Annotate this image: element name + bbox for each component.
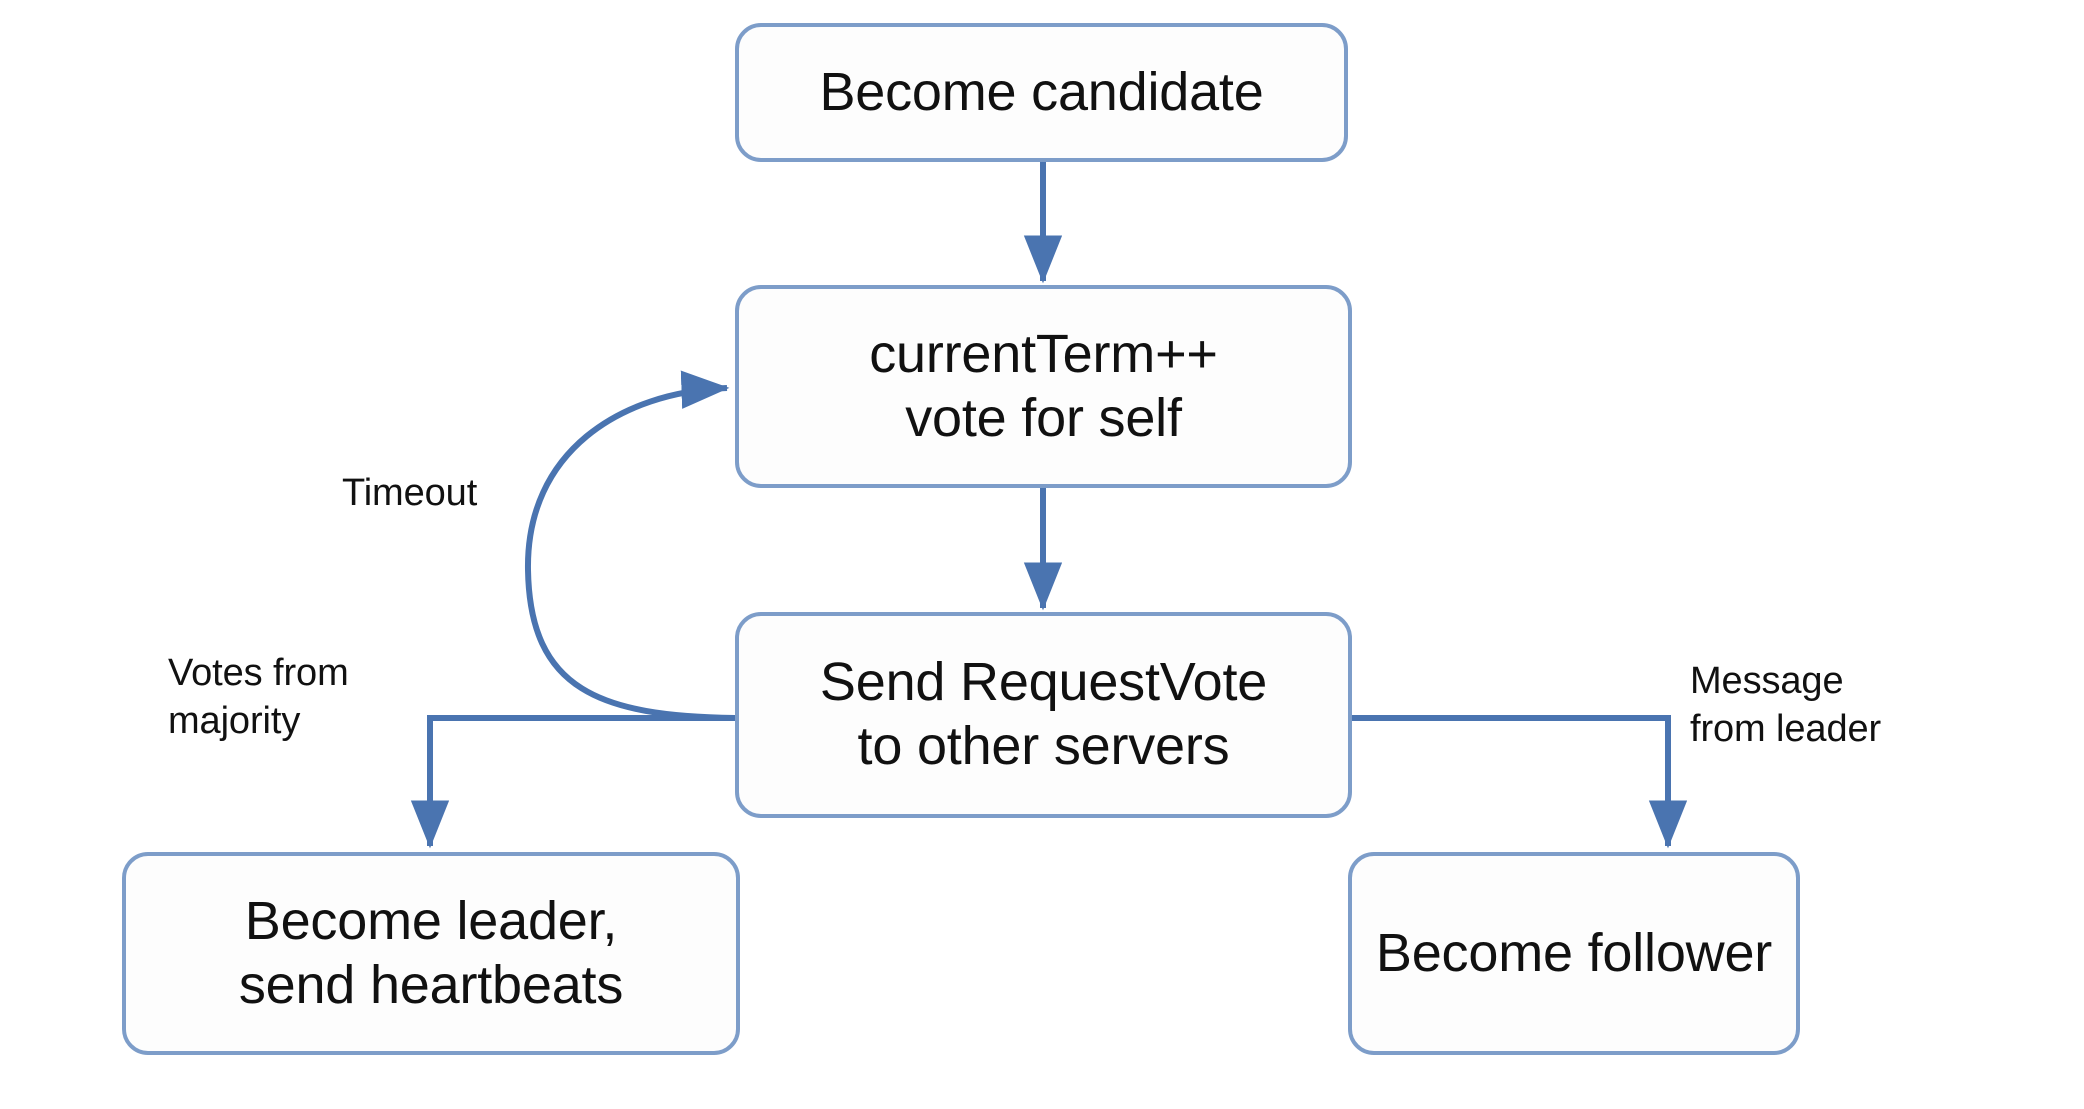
node-become-leader[interactable]: Become leader, send heartbeats — [122, 852, 740, 1055]
node-become-candidate-label: Become candidate — [819, 61, 1264, 122]
edge-label-timeout: Timeout — [342, 472, 478, 514]
node-become-follower-label: Become follower — [1375, 922, 1773, 983]
edge-request-to-leader — [410, 715, 735, 849]
node-become-follower[interactable]: Become follower — [1348, 852, 1800, 1055]
node-become-candidate[interactable]: Become candidate — [735, 23, 1348, 162]
edge-label-message-from-leader: Message from leader — [1690, 660, 1882, 750]
edge-label-votes-from-majority: Votes from majority — [168, 652, 349, 742]
node-send-request-vote-label: Send RequestVote to other servers — [819, 652, 1268, 776]
node-current-term-label: currentTerm++ vote for self — [869, 323, 1218, 448]
node-current-term[interactable]: currentTerm++ vote for self — [735, 285, 1352, 488]
edge-request-to-follower — [1352, 715, 1688, 849]
node-send-request-vote[interactable]: Send RequestVote to other servers — [735, 612, 1352, 818]
node-become-leader-label: Become leader, send heartbeats — [238, 890, 624, 1015]
edge-request-to-term-timeout — [524, 370, 736, 721]
